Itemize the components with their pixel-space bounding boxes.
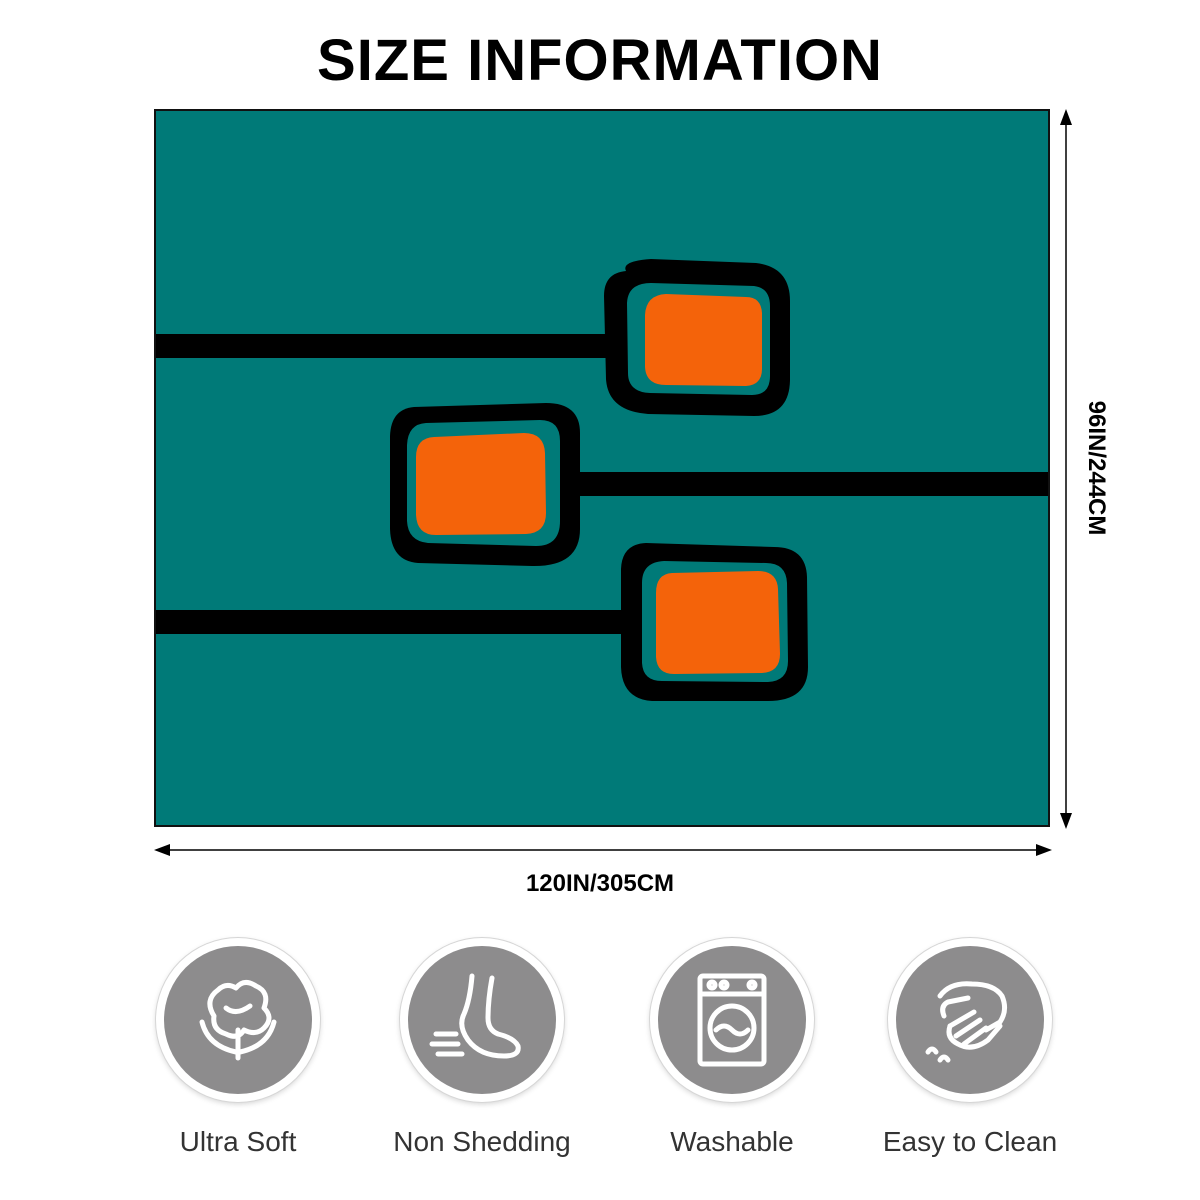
feature-badge: [156, 938, 320, 1102]
washing-machine-icon: [697, 973, 767, 1067]
feature-label: Ultra Soft: [179, 1126, 297, 1157]
width-dimension-label: 120IN/305CM: [525, 870, 675, 897]
feature-washable: Washable: [592, 938, 872, 1178]
wiping-hand-icon: [925, 981, 1008, 1063]
page-title: SIZE INFORMATION: [317, 28, 883, 93]
feature-label: Non Shedding: [393, 1126, 571, 1157]
feature-ultra-soft: Ultra Soft: [98, 938, 378, 1178]
feature-label: Easy to Clean: [882, 1126, 1058, 1157]
foot-icon: [429, 973, 521, 1059]
height-dimension-text: 96IN/244CM: [1083, 400, 1110, 536]
feature-easy-to-clean: Easy to Clean: [830, 938, 1110, 1178]
rug-pattern: [156, 111, 1048, 825]
feature-badge: [400, 938, 564, 1102]
feature-label: Washable: [670, 1126, 794, 1157]
width-arrow: [154, 844, 1052, 856]
feature-badge: [650, 938, 814, 1102]
height-arrow: [1060, 109, 1072, 829]
rug-preview: [154, 109, 1050, 827]
feature-badge: [888, 938, 1052, 1102]
cotton-icon: [199, 980, 277, 1061]
feature-list: Ultra Soft Non Shedding: [0, 938, 1200, 1178]
feature-non-shedding: Non Shedding: [342, 938, 622, 1178]
